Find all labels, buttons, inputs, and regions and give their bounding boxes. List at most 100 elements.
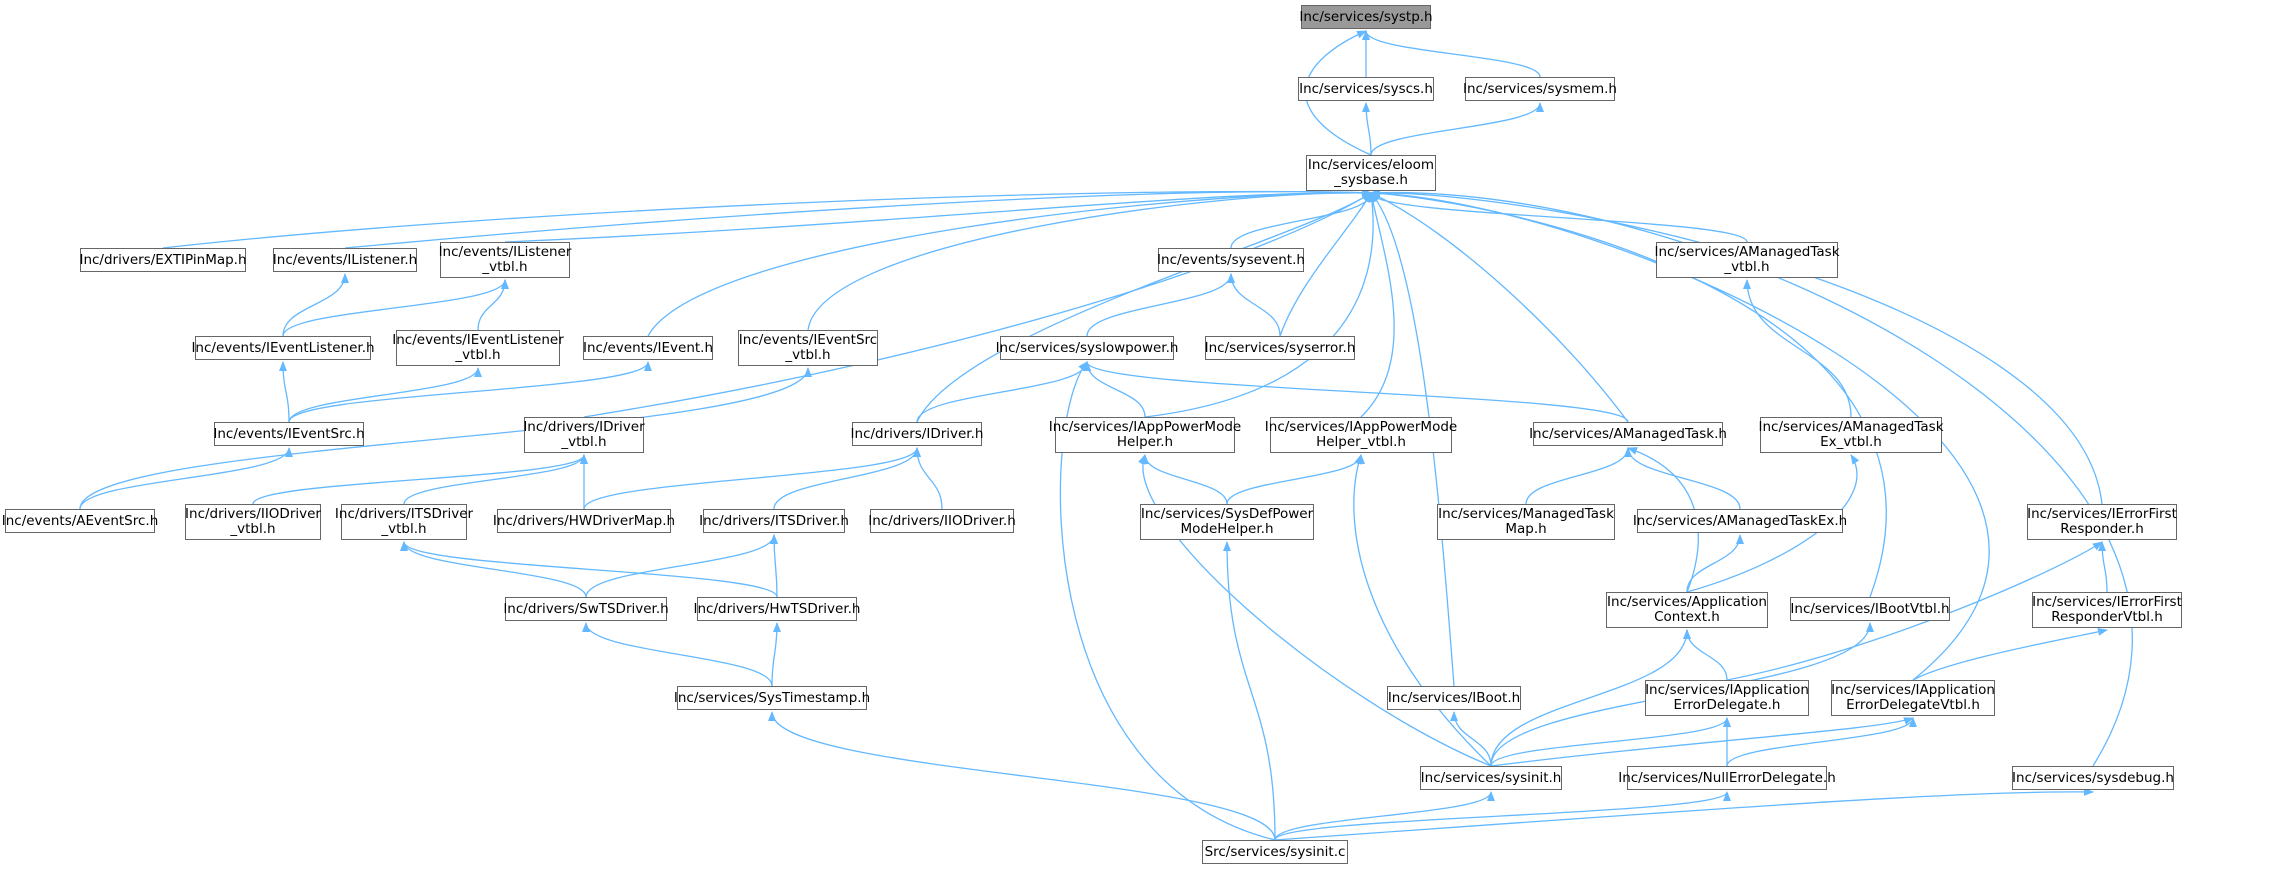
- edge-iapperrordelegatevtbl-to-eloom: [1370, 189, 1990, 681]
- node-nullerrordelegate[interactable]: Inc/services/NullErrorDelegate.h: [1618, 766, 1836, 790]
- node-eloom-sysbase[interactable]: Inc/services/eloom _sysbase.h: [1306, 155, 1436, 191]
- node-idriver-vtbl[interactable]: Inc/drivers/IDriver _vtbl.h: [523, 417, 645, 453]
- edge-ievent-to-eloom: [647, 188, 1372, 337]
- edge-systimestamp-to-swtsdriver: [582, 622, 773, 687]
- edge-sysdefpower-to-iapppowermode_vtbl: [1226, 454, 1365, 505]
- edge-ieventlistener-to-ilistener_vtbl: [282, 279, 509, 337]
- node-amanagedtaskex-vtbl[interactable]: Inc/services/AManagedTask Ex_vtbl.h: [1759, 417, 1944, 453]
- node-hwtsdriver[interactable]: Inc/drivers/HwTSDriver.h: [694, 597, 860, 621]
- edge-nullerror-to-iapperrordelegatevtbl: [1726, 717, 1917, 767]
- node-iapppowermode-helper-vtbl[interactable]: Inc/services/IAppPowerMode Helper_vtbl.h: [1265, 417, 1457, 453]
- edge-itsdriver-to-idriver: [773, 447, 921, 510]
- node-iapplication-errordelegate-vtbl[interactable]: Inc/services/IApplication ErrorDelegateV…: [1831, 680, 1995, 716]
- node-ibootvtbl[interactable]: Inc/services/IBootVtbl.h: [1790, 597, 1950, 621]
- edge-sysinit_h-to-appcontext: [1490, 629, 1691, 767]
- edge-iboot-to-eloom: [1370, 192, 1455, 687]
- node-hwdrivermap[interactable]: Inc/drivers/HWDriverMap.h: [493, 509, 675, 533]
- node-sysevent[interactable]: Inc/events/sysevent.h: [1157, 248, 1305, 272]
- edge-sysinit_h-to-iapppowermode_vtbl: [1353, 454, 1492, 767]
- edge-iapperrordelegate-to-ierrorfirst: [1726, 541, 2103, 681]
- node-systp: Inc/services/systp.h: [1299, 5, 1433, 29]
- node-ilistener-vtbl[interactable]: Inc/events/IListener _vtbl.h: [439, 242, 571, 278]
- node-extipinmap[interactable]: Inc/drivers/EXTIPinMap.h: [79, 248, 247, 272]
- edge-amanagedtask-to-eloom: [1370, 192, 1629, 423]
- edge-ierrorfirstvtbl-to-ierrorfirst: [2098, 541, 2108, 593]
- node-systimestamp[interactable]: Inc/services/SysTimestamp.h: [674, 686, 870, 710]
- node-swtsdriver[interactable]: Inc/drivers/SwTSDriver.h: [503, 597, 669, 621]
- edge-iapppowermode-to-eloom: [1144, 192, 1377, 418]
- node-iapppowermode-helper[interactable]: Inc/services/IAppPowerMode Helper.h: [1049, 417, 1241, 453]
- edge-ieventsrc-to-ieventlistener_vtbl: [288, 367, 482, 423]
- node-iiodriver[interactable]: Inc/drivers/IIODriver.h: [868, 509, 1016, 533]
- node-ierrorfirst-responder[interactable]: Inc/services/IErrorFirst Responder.h: [2027, 504, 2177, 540]
- edge-ilistener_vtbl-to-eloom: [504, 188, 1372, 243]
- edge-appcontext-to-amanagedtaskex: [1686, 534, 1744, 593]
- edge-aeventsrc-to-ieventsrc: [79, 447, 293, 510]
- node-amanagedtaskex[interactable]: Inc/services/AManagedTaskEx.h: [1633, 509, 1847, 533]
- edge-sysinit_h-to-iapperrordelegate: [1490, 717, 1731, 767]
- edge-sysevent-to-eloom: [1230, 192, 1375, 249]
- edge-aeventsrc-to-ieventsrc_vtbl: [79, 367, 812, 510]
- edge-sysinit_h-to-iboot: [1450, 711, 1492, 767]
- edge-amanagedtask_vtbl-to-eloom: [1367, 192, 1748, 243]
- edge-idriver_vtbl-to-eloom: [583, 192, 1372, 418]
- node-aeventsrc[interactable]: Inc/events/AEventSrc.h: [2, 509, 158, 533]
- edge-sysinit_c-to-syslowpower: [1059, 361, 1276, 841]
- edge-hwtsdriver-to-itsdriver: [770, 534, 779, 598]
- node-sysdefpower-modehelper[interactable]: Inc/services/SysDefPower ModeHelper.h: [1140, 504, 1314, 540]
- edge-ierrorfirst-to-eloom: [1370, 188, 2103, 505]
- edge-ilistener-to-eloom: [344, 188, 1372, 249]
- edge-eloom-to-syscs: [1362, 102, 1372, 156]
- node-sysdebug[interactable]: Inc/services/sysdebug.h: [2012, 766, 2174, 790]
- edge-amanagedtaskex_vtbl-to-amanagedtask_vtbl: [1743, 279, 1852, 418]
- node-itsdriver-vtbl[interactable]: Inc/drivers/ITSDriver _vtbl.h: [335, 504, 473, 540]
- edge-ibootvtbl-to-eloom: [1370, 189, 1887, 598]
- edge-ieventlistener-to-ilistener: [282, 273, 349, 337]
- edge-sysdebug-to-eloom: [1370, 188, 2133, 767]
- edge-swtsdriver-to-itsdriver: [585, 534, 778, 598]
- node-ieventlistener[interactable]: Inc/events/IEventListener.h: [191, 336, 375, 360]
- edge-sysinit_c-to-sysdebug: [1274, 787, 2094, 841]
- edge-swtsdriver-to-itsdriver_vtbl: [400, 541, 587, 598]
- node-syserror[interactable]: Inc/services/syserror.h: [1205, 336, 1355, 360]
- node-ierrorfirst-respondervtbl[interactable]: Inc/services/IErrorFirst ResponderVtbl.h: [2032, 592, 2182, 628]
- node-syslowpower[interactable]: Inc/services/syslowpower.h: [996, 336, 1178, 360]
- edge-sysinit_h-to-iapppowermode: [1138, 454, 1492, 767]
- node-sysinit-c[interactable]: Src/services/sysinit.c: [1202, 840, 1348, 864]
- edge-systimestamp-to-hwtsdriver: [771, 622, 781, 687]
- node-application-context[interactable]: Inc/services/Application Context.h: [1606, 592, 1768, 628]
- edge-managedtaskmap-to-amanagedtask: [1525, 447, 1632, 505]
- node-iboot[interactable]: Inc/services/IBoot.h: [1387, 686, 1521, 710]
- edge-iapppowermode-to-syslowpower: [1083, 361, 1146, 418]
- node-ievent[interactable]: Inc/events/IEvent.h: [583, 336, 713, 360]
- edge-iiodriver-to-idriver: [913, 447, 943, 510]
- node-amanagedtask-vtbl[interactable]: Inc/services/AManagedTask _vtbl.h: [1655, 242, 1840, 278]
- node-sysinit-h[interactable]: Inc/services/sysinit.h: [1420, 766, 1562, 790]
- node-amanagedtask[interactable]: Inc/services/AManagedTask.h: [1529, 422, 1727, 446]
- node-idriver[interactable]: Inc/drivers/IDriver.h: [851, 422, 983, 446]
- node-ieventsrc[interactable]: Inc/events/IEventSrc.h: [213, 422, 365, 446]
- edge-sysinit_c-to-nullerror: [1274, 791, 1731, 841]
- edge-ieventlistener_vtbl-to-ilistener_vtbl: [477, 279, 509, 331]
- node-sysmem[interactable]: Inc/services/sysmem.h: [1463, 77, 1617, 101]
- edge-hwtsdriver-to-itsdriver_vtbl: [400, 541, 778, 598]
- edge-extipin-to-eloom: [162, 188, 1372, 249]
- node-managedtaskmap[interactable]: Inc/services/ManagedTask Map.h: [1437, 504, 1615, 540]
- node-ilistener[interactable]: Inc/events/IListener.h: [273, 248, 417, 272]
- edge-ieventsrc-to-ievent: [288, 361, 652, 423]
- node-syscs[interactable]: Inc/services/syscs.h: [1298, 77, 1434, 101]
- node-iiodriver-vtbl[interactable]: Inc/drivers/IIODriver _vtbl.h: [185, 504, 321, 540]
- node-iapplication-errordelegate[interactable]: Inc/services/IApplication ErrorDelegate.…: [1645, 680, 1809, 716]
- node-ieventsrc-vtbl[interactable]: Inc/events/IEventSrc _vtbl.h: [738, 330, 878, 366]
- edge-sysinit_c-to-sysinit_h: [1274, 791, 1495, 841]
- edge-iiodriver_vtbl-to-idriver_vtbl: [252, 454, 588, 505]
- edge-iapperrordelegate-to-appcontext: [1683, 629, 1728, 681]
- edge-eloom-to-sysmem: [1370, 102, 1544, 156]
- node-ieventlistener-vtbl[interactable]: Inc/events/IEventListener _vtbl.h: [392, 330, 564, 366]
- edge-syserror-to-sysevent: [1227, 273, 1281, 337]
- edge-sysmem-to-systp: [1362, 30, 1541, 78]
- edge-iapppowermode_vtbl-to-eloom: [1360, 192, 1395, 418]
- edge-sysinit_h-to-iapperrordelegatevtbl: [1490, 717, 1914, 767]
- node-itsdriver[interactable]: Inc/drivers/ITSDriver.h: [699, 509, 849, 533]
